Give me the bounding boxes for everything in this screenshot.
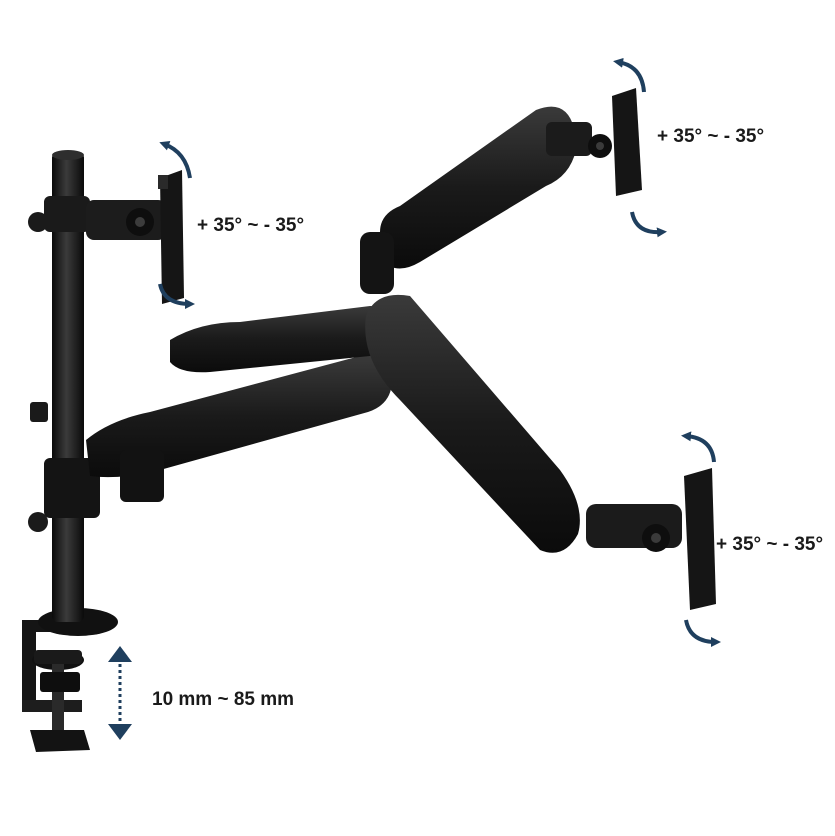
clamp-screw-knob bbox=[30, 730, 90, 752]
left-tilt-arrow-down bbox=[158, 283, 195, 309]
lower-right-arm bbox=[365, 294, 716, 610]
left-tilt-label: + 35° ~ - 35° bbox=[197, 215, 305, 236]
lower-arm bbox=[86, 306, 395, 502]
left-tilt-arrow-up bbox=[159, 141, 192, 179]
left-monitor-bracket bbox=[86, 170, 184, 304]
top-right-tilt-arrows bbox=[613, 57, 667, 238]
top-right-tilt-label: + 35° ~ - 35° bbox=[657, 126, 765, 147]
upper-right-arm bbox=[360, 88, 642, 294]
bottom-right-vesa-plate bbox=[684, 468, 716, 610]
clamp-range-arrow bbox=[108, 646, 132, 740]
top-right-tilt-arrow-down bbox=[630, 211, 667, 238]
desk-clamp bbox=[22, 620, 100, 752]
clamp-range-label: 10 mm ~ 85 mm bbox=[152, 689, 295, 710]
bottom-right-tilt-label: + 35° ~ - 35° bbox=[716, 534, 824, 555]
bottom-right-tilt-arrows bbox=[681, 431, 721, 647]
top-right-tilt-arrow-up bbox=[613, 57, 646, 93]
bottom-right-tilt-arrow-down bbox=[684, 619, 721, 647]
top-right-vesa-plate bbox=[612, 88, 642, 196]
left-tilt-arrows bbox=[158, 141, 195, 309]
bottom-right-tilt-arrow-up bbox=[681, 431, 716, 463]
